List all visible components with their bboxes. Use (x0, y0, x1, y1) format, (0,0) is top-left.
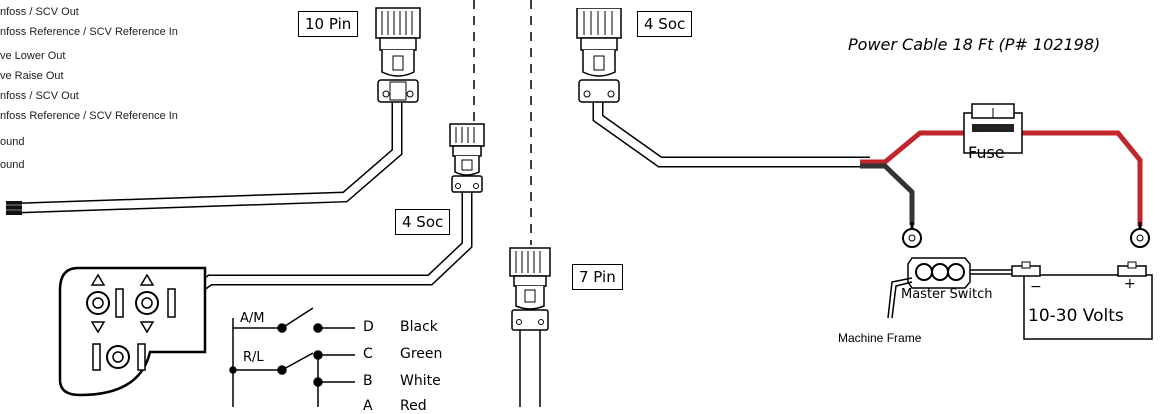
fuse-icon (963, 103, 1023, 154)
switch-label-rl: R/L (243, 350, 264, 365)
diagnostic-plug-icon (58, 266, 207, 397)
switch-label-am: A/M (240, 311, 265, 326)
master-switch-label: Master Switch (901, 287, 993, 302)
master-switch-icon (887, 257, 1012, 319)
machine-frame-label: Machine Frame (838, 331, 922, 345)
pin-color: Green (400, 346, 443, 362)
wire-list-item: ve Lower Out (0, 50, 66, 62)
connector-label-10pin: 10 Pin (298, 11, 359, 37)
pin-letter: D (363, 319, 374, 335)
power-cable-title: Power Cable 18 Ft (P# 102198) (848, 35, 1101, 54)
wire-list-item: nfoss Reference / SCV Reference In (0, 26, 178, 38)
connector-10pin-icon (375, 7, 421, 103)
connector-4soc-mid-icon (449, 123, 485, 193)
battery-voltage-label: 10-30 Volts (1028, 306, 1124, 326)
battery-negative-sign: − (1030, 279, 1042, 295)
cable-power (592, 100, 1143, 226)
pin-letter: C (363, 346, 373, 362)
connector-label-4soc-right: 4 Soc (637, 11, 693, 37)
wire-list-item: nfoss / SCV Out (0, 90, 79, 102)
connector-label-7pin: 7 Pin (572, 264, 623, 290)
ring-terminal-icon (902, 222, 922, 248)
connector-4soc-right-icon (576, 8, 622, 103)
wire-list-item: ound (0, 159, 25, 171)
wire-list-item: ound (0, 136, 25, 148)
pin-letter: B (363, 373, 373, 389)
wire-list-item: ve Raise Out (0, 70, 64, 82)
fuse-label: Fuse (968, 143, 1005, 162)
pin-color: Red (400, 398, 427, 414)
wire-list-item: nfoss Reference / SCV Reference In (0, 110, 178, 122)
connector-7pin-icon (509, 247, 551, 331)
ring-terminal-icon (1130, 222, 1150, 248)
cable-7pin (519, 330, 541, 407)
switch-schematic (229, 307, 355, 407)
pin-color: Black (400, 319, 438, 335)
battery-icon (1011, 261, 1153, 340)
battery-positive-sign: + (1124, 276, 1136, 292)
pin-letter: A (363, 398, 373, 414)
wire-list-item: nfoss / SCV Out (0, 6, 79, 18)
cable-10pin (6, 100, 403, 215)
pin-color: White (400, 373, 441, 389)
connector-label-4soc-mid: 4 Soc (395, 209, 451, 235)
